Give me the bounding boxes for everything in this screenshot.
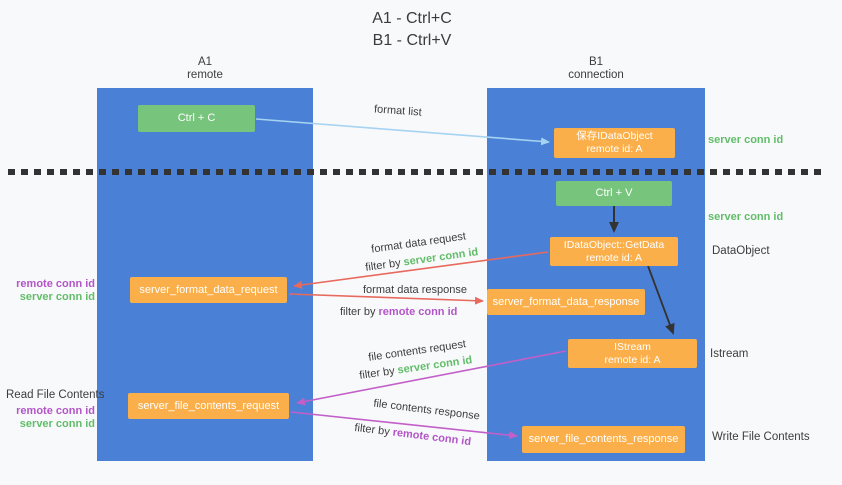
save-idataobject-remote-id: remote id: A (586, 143, 643, 155)
format-list-label: format list (373, 103, 423, 119)
format-response-filter-label: filter by remote conn id (340, 306, 457, 319)
istream-annotation: Istream (710, 348, 749, 360)
filter-by-text: filter by (353, 421, 394, 439)
left-column-name: A1 (197, 56, 213, 68)
filter-by-text: filter by (340, 306, 379, 318)
filter-by-text: filter by (364, 256, 405, 274)
left-column-role: remote (187, 69, 223, 81)
left-conn-id-annotation-mid: remote conn id server conn id (0, 278, 95, 304)
idataobject-getdata-node: IDataObject::GetData remote id: A (550, 237, 678, 266)
istream-title: IStream (614, 340, 651, 353)
left-conn-id-annotation-bottom: remote conn id server conn id (0, 405, 95, 431)
file-contents-response-label: file contents response (372, 397, 481, 423)
read-file-contents-annotation: Read File Contents (6, 389, 105, 401)
title-line-2: B1 - Ctrl+V (372, 32, 452, 49)
server-conn-id-annotation: server conn id (19, 418, 95, 430)
save-idataobject-title: 保存IDataObject (576, 130, 653, 142)
getdata-title: IDataObject::GetData (563, 238, 665, 251)
format-data-response-label: format data response (363, 284, 467, 296)
write-file-contents-annotation: Write File Contents (712, 431, 810, 443)
save-idataobject-node: 保存IDataObject remote id: A (554, 128, 675, 158)
dataobject-annotation: DataObject (712, 245, 770, 257)
right-column-name: B1 (588, 56, 604, 68)
server-conn-id-annotation-mid: server conn id (708, 211, 784, 223)
diagram-title: A1 - Ctrl+C B1 - Ctrl+V (0, 8, 824, 52)
istream-node: IStream remote id: A (568, 339, 697, 368)
istream-remote-id: remote id: A (604, 353, 661, 366)
filter-by-text: filter by (358, 364, 399, 382)
remote-conn-id-annotation: remote conn id (16, 278, 95, 290)
ctrl-c-node: Ctrl + C (138, 105, 255, 132)
server-conn-id-annotation: server conn id (19, 291, 95, 303)
remote-conn-id-annotation: remote conn id (16, 405, 95, 417)
left-column-header: A1 remote (97, 56, 313, 82)
remote-conn-id-text: remote conn id (391, 426, 472, 449)
server-conn-id-annotation-top: server conn id (708, 134, 784, 146)
server-format-data-response-node: server_format_data_response (487, 289, 645, 315)
title-line-1: A1 - Ctrl+C (372, 10, 452, 27)
server-file-contents-response-node: server_file_contents_response (522, 426, 685, 453)
getdata-remote-id: remote id: A (585, 251, 643, 264)
remote-conn-id-text: remote conn id (378, 306, 458, 318)
right-column-role: connection (568, 69, 624, 81)
file-response-filter-label: filter by remote conn id (354, 422, 472, 449)
right-column-header: B1 connection (487, 56, 705, 82)
ctrl-v-node: Ctrl + V (556, 181, 672, 206)
server-format-data-request-node: server_format_data_request (130, 277, 287, 303)
server-file-contents-request-node: server_file_contents_request (128, 393, 289, 419)
